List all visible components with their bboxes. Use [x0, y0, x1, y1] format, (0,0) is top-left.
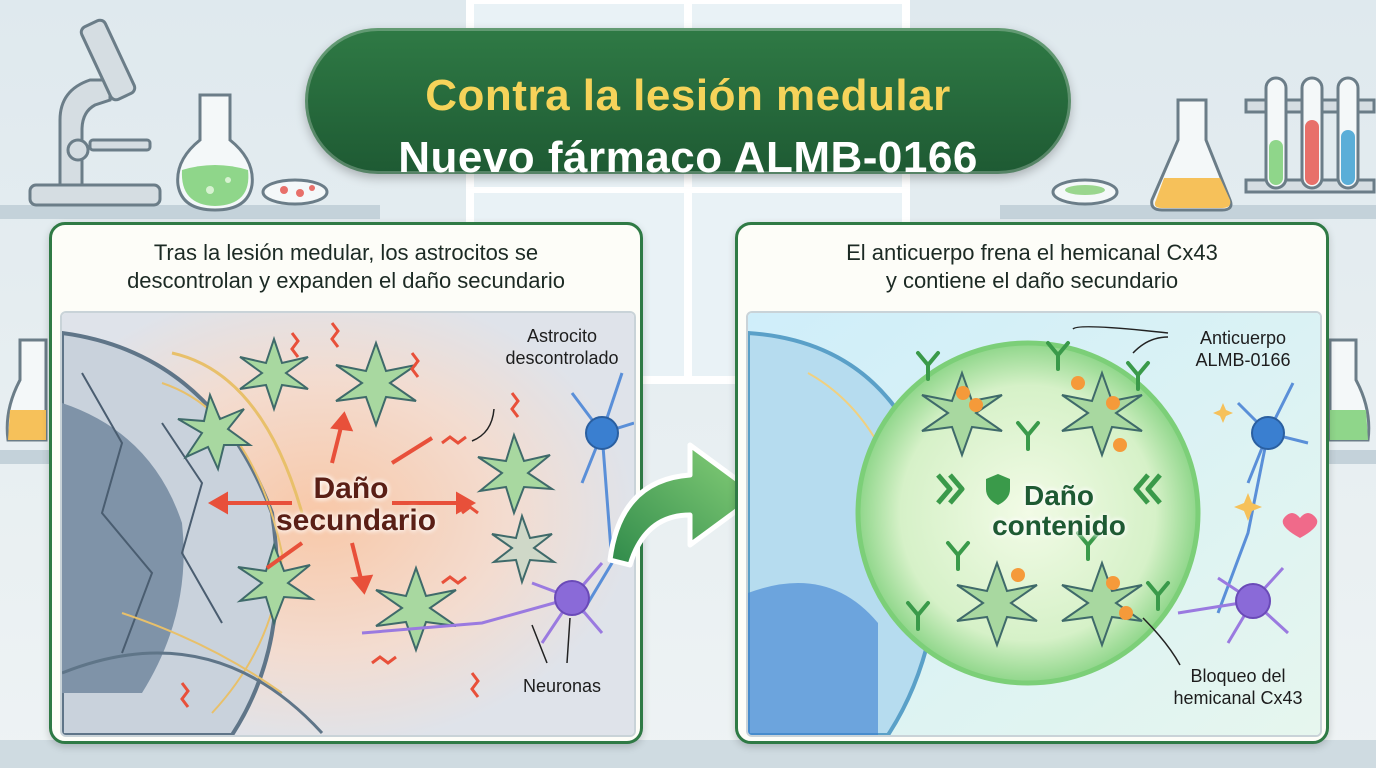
panel-right-illustration: Daño contenido Anticuerpo ALMB-0166 Bloq…: [746, 311, 1322, 737]
petri-dish-icon: [261, 178, 329, 206]
contained-label-line-2: contenido: [992, 510, 1126, 541]
chevron-inward-icons: [936, 473, 1162, 505]
leader-line-block: [1142, 617, 1181, 666]
panel-left-heading-line-1: Tras la lesión medular, los astrocitos s…: [153, 240, 539, 265]
block-label-line-2: hemicanal Cx43: [1173, 688, 1303, 708]
astrocyte-cell: [335, 340, 417, 428]
astrocyte-label-line-2: descontrolado: [505, 348, 619, 368]
block-label: Bloqueo del hemicanal Cx43: [1158, 665, 1318, 709]
antibody-label: Anticuerpo ALMB-0166: [1168, 327, 1318, 371]
erlenmeyer-flask-icon: [1150, 98, 1233, 212]
flask-icon: [176, 93, 254, 212]
contained-label: Daño contenido: [984, 481, 1134, 541]
astrocyte-cell: [476, 431, 556, 517]
cx43-block-markers: [956, 376, 1133, 620]
shield-icon: [986, 474, 1010, 505]
damage-label-line-1: Daño: [313, 472, 389, 505]
antibody-label-line-2: ALMB-0166: [1195, 350, 1291, 370]
panel-right-heading: El anticuerpo frena el hemicanal Cx43 y …: [738, 225, 1326, 309]
heart-icon: [1282, 513, 1318, 538]
damage-label-line-2: secundario: [276, 504, 437, 537]
damage-label: Daño secundario: [276, 472, 437, 537]
title-line-1: Contra la lesión medular: [425, 71, 951, 120]
astrocyte-label: Astrocito descontrolado: [492, 325, 632, 369]
zigzag-signals: [180, 322, 520, 708]
astrocyte-label-line-1: Astrocito: [526, 326, 598, 346]
panel-left-illustration: Daño secundario Astrocito descontrolado …: [60, 311, 636, 737]
damage-arrows: [207, 411, 477, 595]
panel-right-heading-line-1: El anticuerpo frena el hemicanal Cx43: [846, 240, 1218, 265]
contained-damage-illustration: [748, 313, 1320, 735]
test-tube-rack-icon: [1244, 76, 1376, 194]
contained-label-line-1: Daño: [1024, 480, 1094, 511]
panel-right-heading-line-2: y contiene el daño secundario: [885, 268, 1179, 293]
sparkle-icons: [1213, 403, 1262, 521]
leader-line-neurons: [531, 617, 571, 664]
neuron-purple: [361, 562, 604, 644]
antibody-label-line-1: Anticuerpo: [1199, 328, 1287, 348]
panel-before-treatment: Tras la lesión medular, los astrocitos s…: [49, 222, 643, 744]
spinal-cord-damage-illustration: [62, 313, 634, 735]
transition-arrow-icon: [607, 442, 761, 568]
panel-after-treatment: El anticuerpo frena el hemicanal Cx43 y …: [735, 222, 1329, 744]
neuron-purple: [1177, 566, 1290, 644]
neuron-blue: [1216, 382, 1309, 614]
neurons-label: Neuronas: [522, 676, 602, 696]
title-banner: Contra la lesión medular Nuevo fármaco A…: [305, 28, 1071, 180]
astrocyte-cell: [177, 391, 254, 473]
astrocyte-cell: [236, 541, 316, 627]
antibody-icons: [906, 341, 1170, 631]
leader-line-astrocyte: [471, 408, 495, 442]
astrocyte-cell: [375, 565, 457, 653]
leader-line-antibody: [1072, 326, 1169, 354]
neuron-blue: [570, 372, 634, 614]
panel-left-heading-line-2: descontrolan y expanden el daño secundar…: [127, 268, 565, 293]
astrocyte-cell-calm: [921, 370, 1143, 648]
panel-left-heading: Tras la lesión medular, los astrocitos s…: [52, 225, 640, 309]
block-label-line-1: Bloqueo del: [1190, 666, 1286, 686]
astrocyte-cell: [239, 335, 309, 413]
astrocyte-cell: [490, 512, 558, 586]
title-line-2: Nuevo fármaco ALMB-0166: [398, 133, 978, 182]
microscope-icon: [28, 18, 162, 207]
petri-dish-icon-right: [1051, 178, 1119, 206]
